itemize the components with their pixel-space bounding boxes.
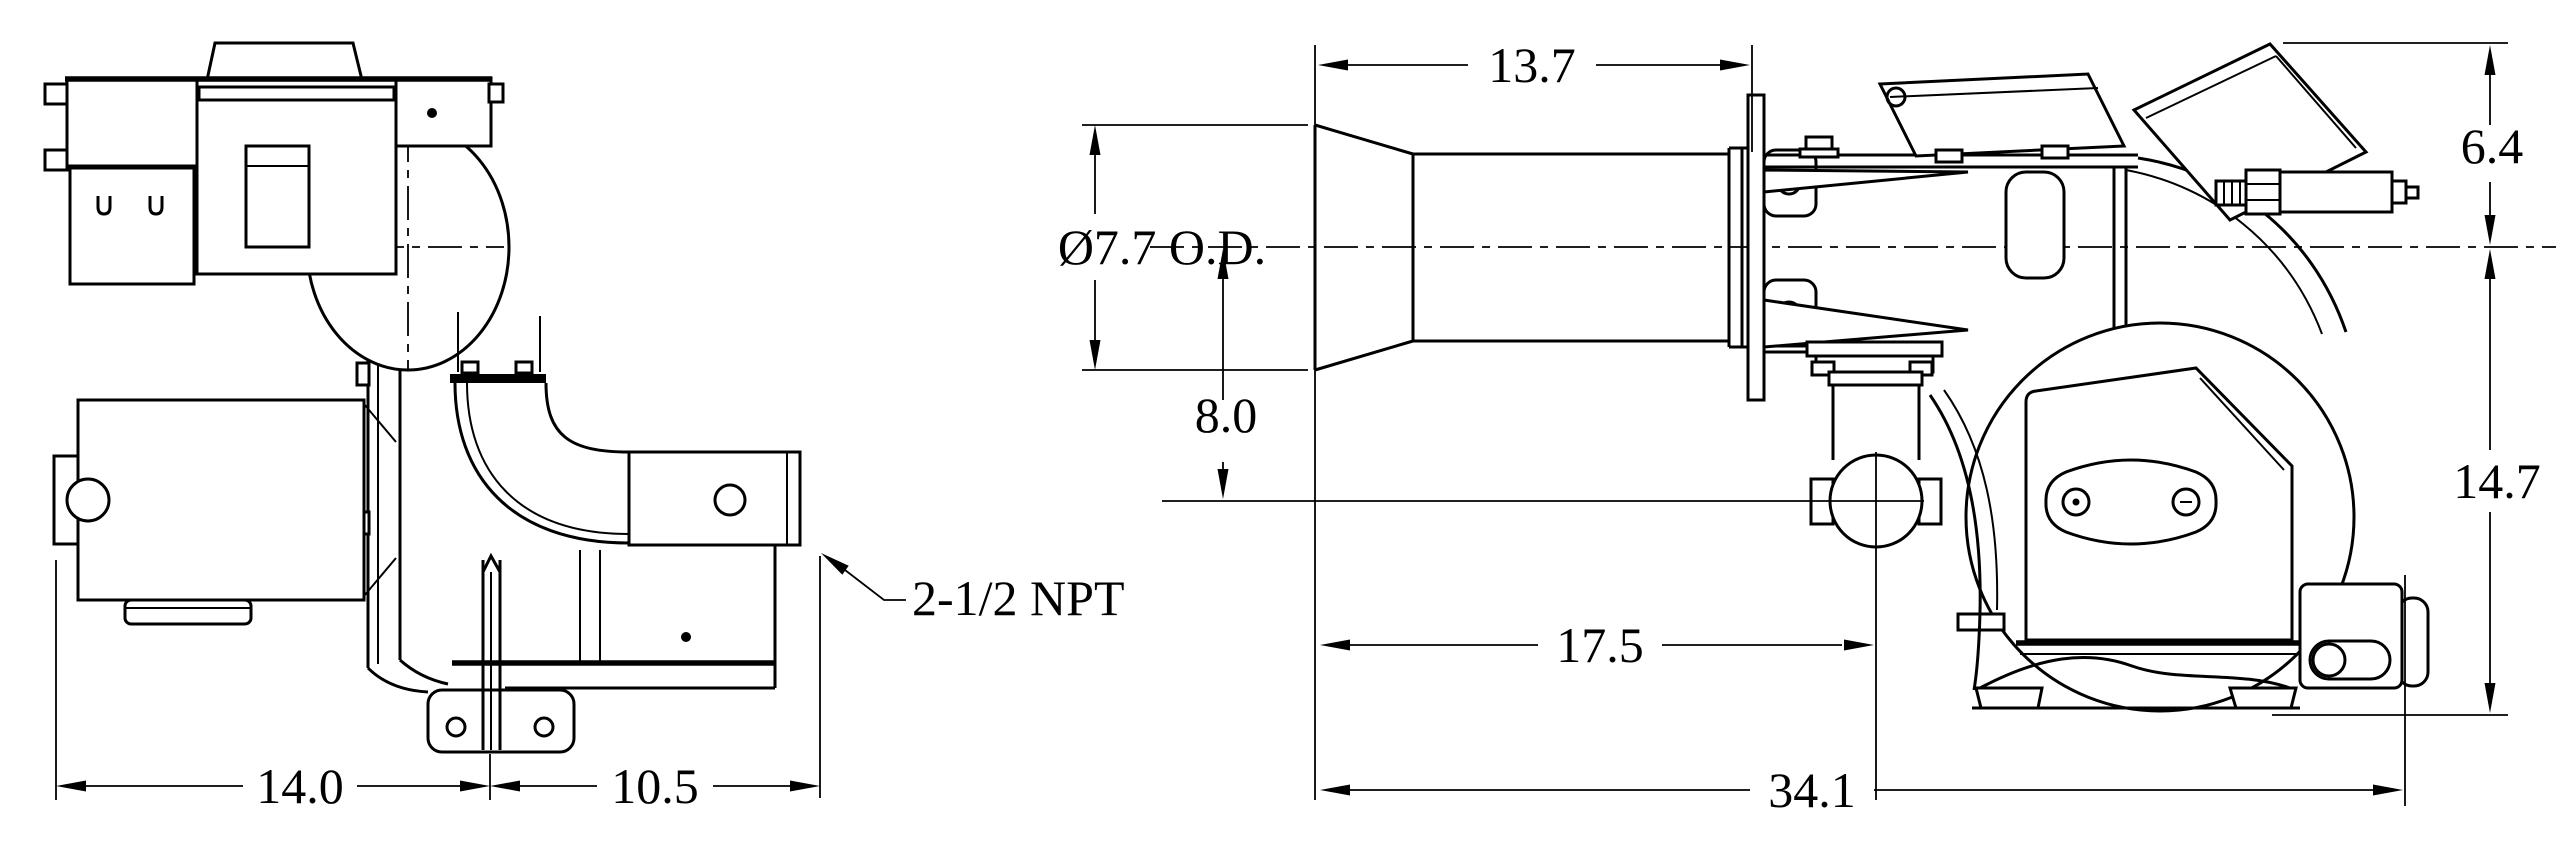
dim-10-5: 10.5 xyxy=(611,758,699,814)
flange-bar xyxy=(450,374,546,383)
blower-foot xyxy=(2227,686,2298,710)
front-view: 14.0 10.5 2-1/2 NPT xyxy=(43,41,1125,814)
screw xyxy=(427,108,437,118)
scroll-outlet-wall xyxy=(2112,168,2128,332)
blower-foot xyxy=(1974,686,2044,710)
foot-bolt-hole xyxy=(445,716,467,738)
boss-screw xyxy=(2061,487,2091,517)
dimension-od: Ø7.7 O.D. xyxy=(1058,124,1308,371)
mounting-flange xyxy=(1746,93,1766,402)
dimension-34-1: 34.1 xyxy=(1320,575,2406,818)
cabinet-upper xyxy=(65,78,199,168)
top-control-box xyxy=(1877,72,2127,164)
dim-6-4: 6.4 xyxy=(2461,118,2524,174)
scanner-cylinder xyxy=(2214,168,2420,216)
transformer-box xyxy=(2131,42,2420,222)
gas-train xyxy=(1805,340,1944,552)
dimension-17-5: 17.5 xyxy=(1320,552,1877,800)
motor-shaft-cap xyxy=(65,477,111,523)
burner-body xyxy=(1762,135,2138,354)
top-lid xyxy=(205,41,364,82)
control-boxes xyxy=(43,41,505,286)
blower-housing xyxy=(1928,156,2356,713)
dim-14-7: 14.7 xyxy=(2453,453,2541,509)
cabinet-tab xyxy=(43,148,69,172)
scroll-left-curve xyxy=(1928,394,1982,691)
frame-hole xyxy=(681,632,691,642)
leader-line xyxy=(844,569,906,601)
gas-drop-pipe xyxy=(1831,383,1921,460)
cabinet-lower xyxy=(68,166,196,286)
motor-foot xyxy=(123,598,253,626)
dim-8-0: 8.0 xyxy=(1195,387,1258,443)
dimension-14-7: 14.7 xyxy=(2272,249,2541,716)
cabinet-tab xyxy=(43,82,69,106)
motor-box xyxy=(76,398,366,602)
inner-panel xyxy=(244,144,311,249)
dim-34-1: 34.1 xyxy=(1768,762,1856,818)
leg-cap xyxy=(481,552,502,573)
foot-bolt-hole xyxy=(533,716,555,738)
gas-pipe xyxy=(627,450,802,547)
npt-leader-group: 2-1/2 NPT xyxy=(821,553,1125,626)
shaft-boss xyxy=(2044,458,2218,546)
base-frame xyxy=(426,545,777,754)
pipe-hole xyxy=(713,483,747,517)
leader-arrow xyxy=(821,553,849,575)
lid-hole xyxy=(1885,86,1907,108)
side-view: 13.7 Ø7.7 O.D. 8.0 17.5 xyxy=(1058,37,2556,818)
junction-box xyxy=(2298,582,2430,690)
dim-14-0: 14.0 xyxy=(256,758,344,814)
dimension-8-0: 8.0 xyxy=(1162,249,1828,502)
lower-gusset xyxy=(1762,298,1969,349)
dim-13-7: 13.7 xyxy=(1488,37,1576,93)
dimension-width-group: 14.0 10.5 xyxy=(55,556,821,814)
dim-17-5: 17.5 xyxy=(1556,617,1644,673)
hinge-bar xyxy=(197,85,396,102)
dim-od: Ø7.7 O.D. xyxy=(1058,219,1266,275)
u-slot xyxy=(96,196,112,216)
housing-belly xyxy=(1979,656,2291,690)
extension-line xyxy=(1082,124,1308,371)
motor-assembly xyxy=(52,398,397,626)
u-slot xyxy=(148,196,164,216)
gas-inlet-crosshair xyxy=(1828,452,1924,552)
junction-slot xyxy=(2308,639,2392,681)
boss-screw xyxy=(2171,487,2201,517)
sight-tube xyxy=(2004,170,2066,280)
upper-gusset xyxy=(1762,168,1969,194)
dimension-13-7: 13.7 xyxy=(1314,37,1753,800)
npt-label: 2-1/2 NPT xyxy=(912,570,1125,626)
dimension-6-4: 6.4 xyxy=(2283,42,2524,245)
air-elbow xyxy=(450,312,630,545)
